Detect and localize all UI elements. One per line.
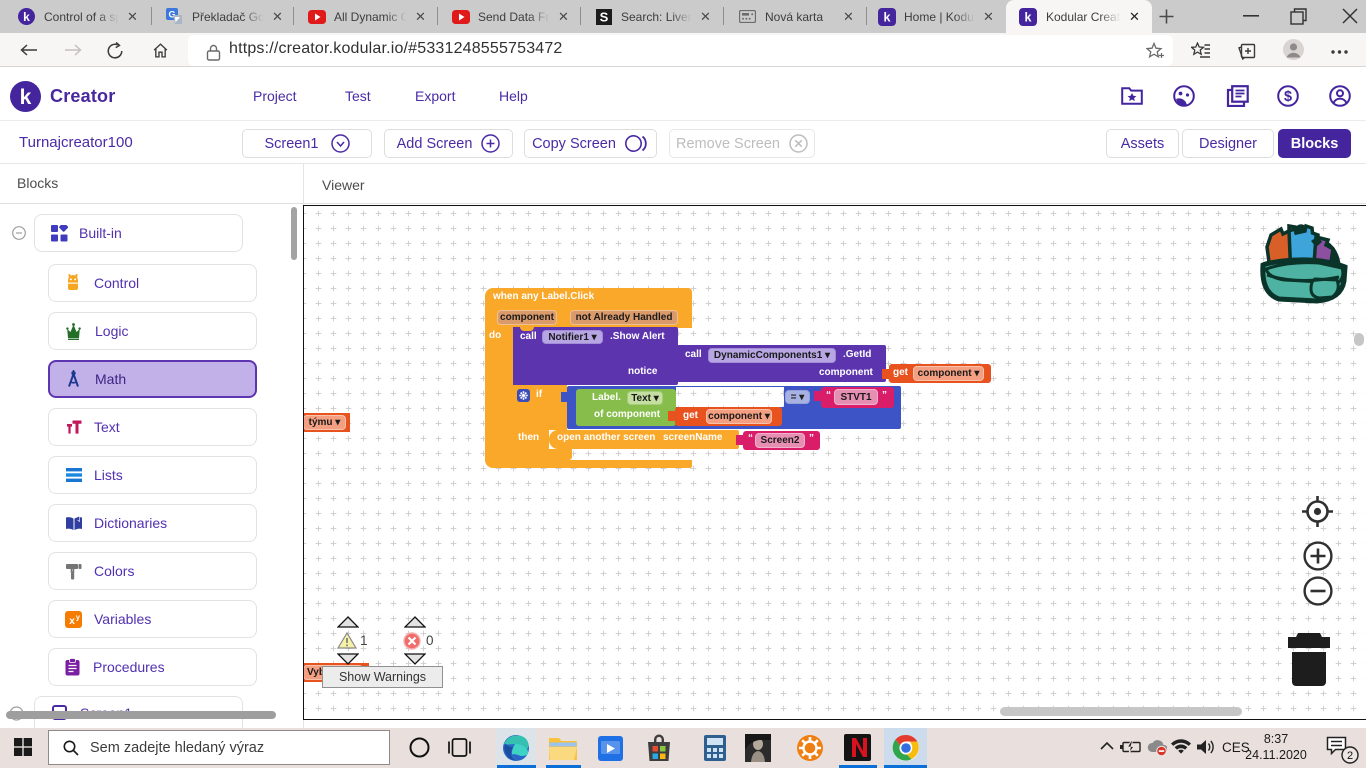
svg-text:S: S [600, 9, 609, 24]
svg-text:k: k [20, 86, 32, 109]
svg-text:2: 2 [1347, 750, 1353, 762]
svg-text:x: x [69, 614, 75, 626]
svg-text:k: k [1025, 10, 1032, 24]
svg-text:k: k [23, 10, 30, 24]
svg-text:k: k [884, 10, 891, 24]
svg-text:G: G [168, 10, 175, 20]
svg-text:y: y [76, 612, 81, 621]
svg-text:$: $ [1284, 89, 1292, 105]
